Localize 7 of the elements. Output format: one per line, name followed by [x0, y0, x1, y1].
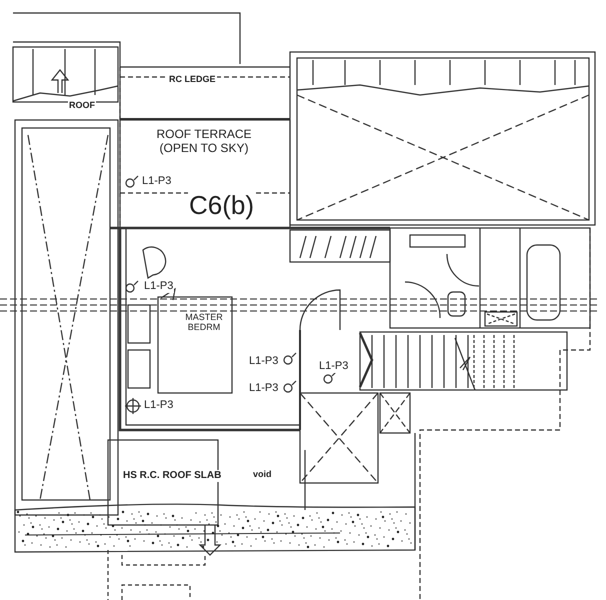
point-label: L1-P3	[143, 280, 174, 293]
part-label: void	[252, 469, 273, 480]
part-label: RC LEDGE	[168, 74, 217, 84]
drawing-reference: C6(b)	[188, 191, 256, 221]
part-label: ROOF	[68, 100, 96, 110]
point-label: L1-P3	[318, 360, 350, 373]
part-label: HS R.C. ROOF SLAB	[122, 470, 222, 482]
